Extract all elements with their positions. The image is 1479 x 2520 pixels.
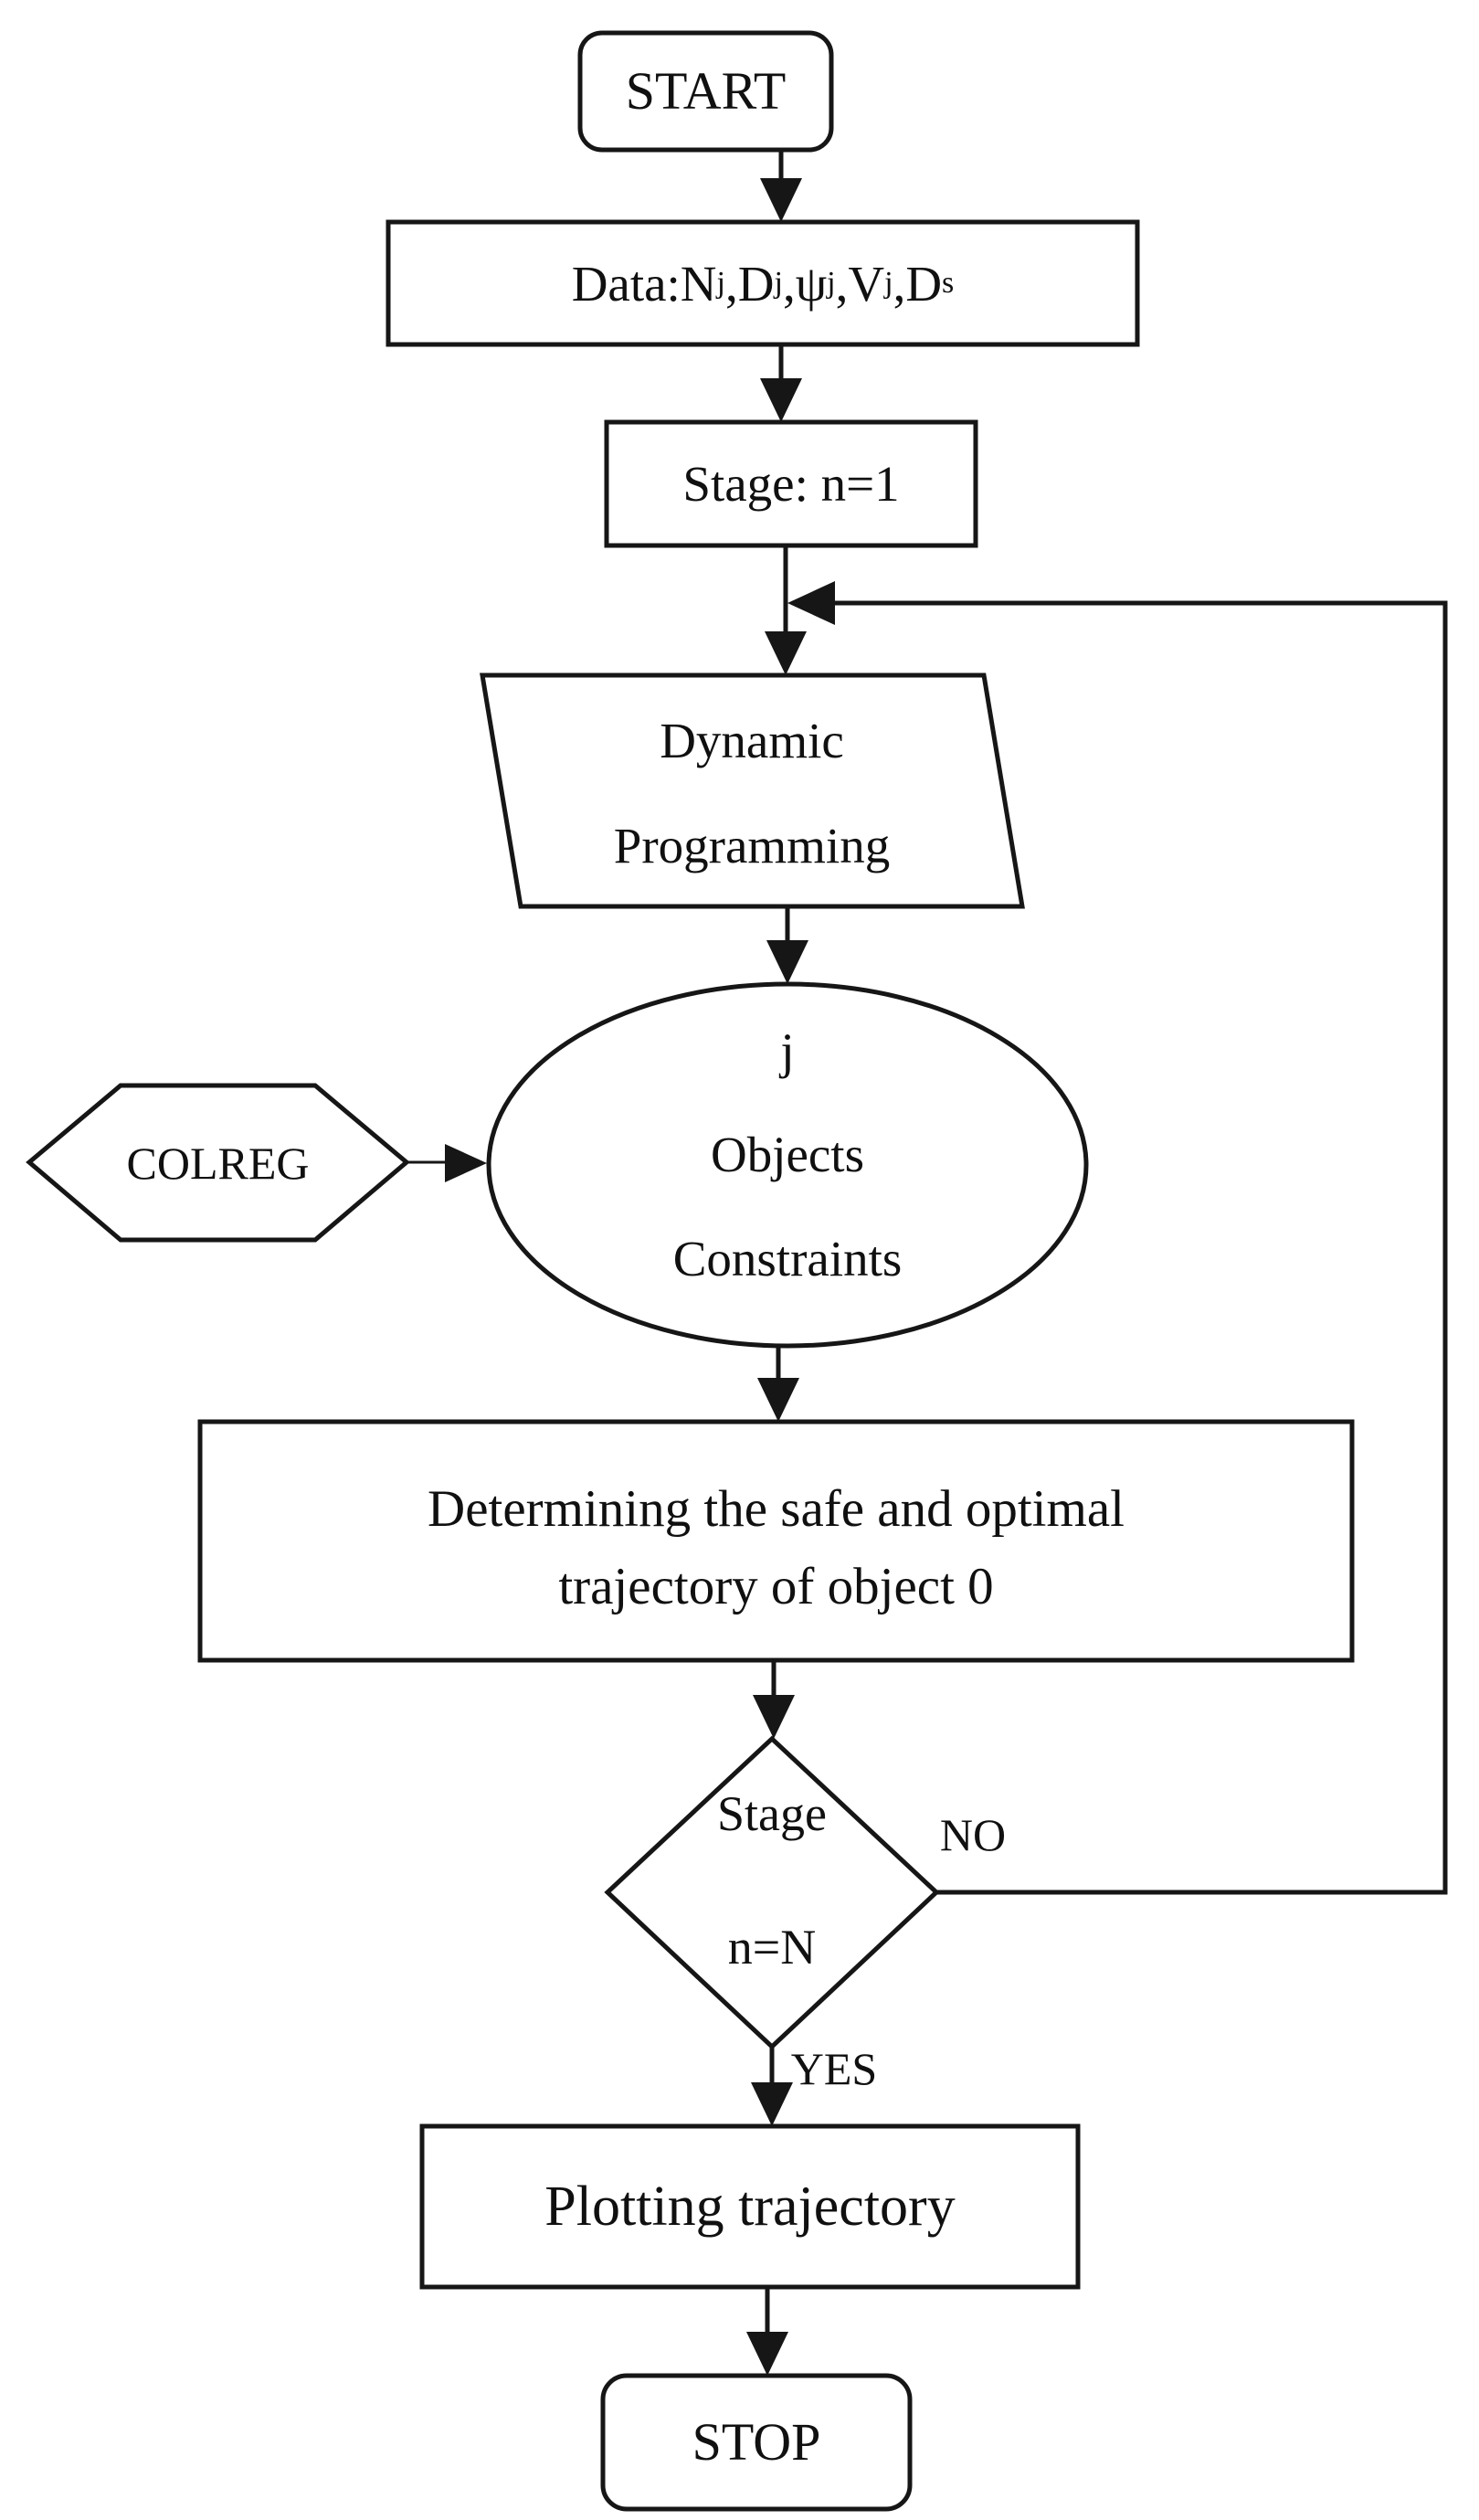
dynamic-programming-node-shape <box>480 672 1025 909</box>
arrowhead-into-determine <box>757 1378 799 1422</box>
dynamic-programming-label-line2: Programming <box>613 817 891 874</box>
determine-label-line1: Determining the safe and optimal <box>428 1479 1125 1538</box>
objects-constraints-label-line3: Constraints <box>672 1230 903 1286</box>
no-branch-label: NO <box>939 1809 1007 1860</box>
stop-node-label: STOP <box>692 2412 821 2472</box>
arrowhead-into-dp <box>765 631 807 675</box>
decision-label-line2: n=N <box>727 1920 817 1975</box>
arrowhead-into-ellipse <box>766 940 808 984</box>
yes-branch-label: YES <box>790 2043 878 2094</box>
data-prefix: Data: <box>571 255 681 312</box>
determine-node-shape <box>197 1419 1355 1663</box>
edge-decision-no-loop <box>835 600 1448 1895</box>
arrowhead-colreg-into-ellipse <box>445 1144 487 1182</box>
arrowhead-into-stage <box>760 378 802 422</box>
data-node-shape <box>386 219 1140 347</box>
decision-label-line1: Stage <box>717 1786 827 1841</box>
objects-constraints-label-line2: Objects <box>710 1126 864 1182</box>
arrowhead-into-stop <box>746 2332 788 2376</box>
plot-node-shape <box>419 2123 1081 2290</box>
plot-node-label: Plotting trajectory <box>544 2176 956 2238</box>
start-node-shape <box>577 30 834 153</box>
arrowhead-into-decision <box>753 1695 795 1739</box>
dynamic-programming-label-line1: Dynamic <box>660 712 844 768</box>
stage-init-node-label: Stage: n=1 <box>682 456 900 512</box>
colreg-node-label: COLREG <box>126 1137 310 1189</box>
arrowhead-into-plot <box>751 2082 793 2126</box>
stage-init-node-shape <box>604 419 978 548</box>
objects-constraints-label-line1: j <box>780 1022 795 1079</box>
start-text: START <box>625 61 787 121</box>
determine-label-line2: trajectory of object 0 <box>558 1557 994 1615</box>
stop-node-shape <box>600 2373 913 2512</box>
arrowhead-feedback-junction <box>787 581 835 625</box>
arrowhead-into-data <box>760 178 802 222</box>
start-node-label: START <box>580 33 831 150</box>
